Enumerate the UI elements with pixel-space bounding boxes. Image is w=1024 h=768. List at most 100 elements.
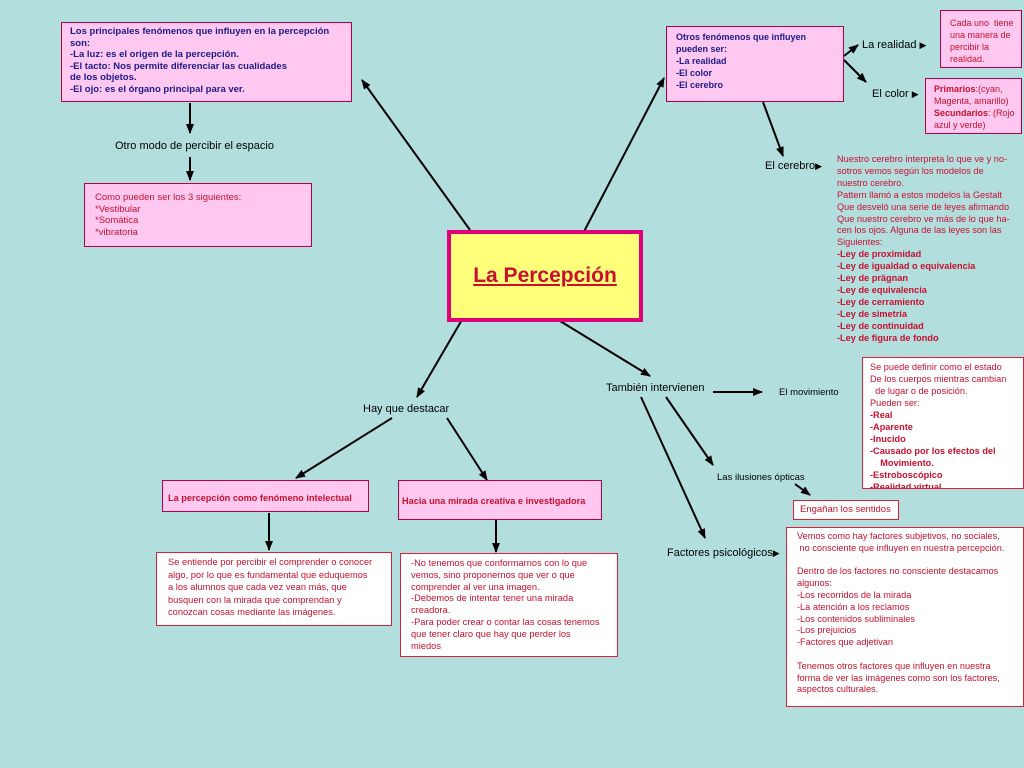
triangle-right-icon: ▶ xyxy=(815,161,823,171)
cerebro-line: Siguientes: xyxy=(837,237,883,248)
edge-center-to-tambien xyxy=(559,320,651,377)
movimiento-line: De los cuerpos mientras cambian xyxy=(870,374,1007,384)
factores-line: -Los contenidos subliminales xyxy=(797,613,915,624)
intelectual-box: La percepción como fenómeno intelectual xyxy=(162,480,369,512)
main-phenomena-line: de los objetos. xyxy=(70,72,137,84)
factores-box: Vemos como hay factores subjetivos, no s… xyxy=(786,527,1024,707)
otro-modo-label: Otro modo de percibir el espacio xyxy=(115,140,274,152)
main-phenomena-line: Los principales fenómenos que influyen e… xyxy=(70,26,330,37)
factores-label: Factores psicológicos▶ xyxy=(667,547,780,559)
edge-destacar-to-intelectual xyxy=(295,417,393,479)
movimiento-type: -Real xyxy=(870,410,893,420)
ilusiones-text: Engañan los sentidos xyxy=(800,504,891,515)
creativa-box: Hacia una mirada creativa e investigador… xyxy=(398,480,602,520)
realidad-line: Cada uno tiene xyxy=(950,18,1014,28)
factores-line: Vemos como hay factores subjetivos, no s… xyxy=(797,531,1000,541)
realidad-line: realidad. xyxy=(950,54,985,64)
cerebro-line: sotros vemos según los modelos de xyxy=(837,165,984,176)
movimiento-type: -Estroboscópico xyxy=(870,470,943,480)
main-phenomena-line: son: xyxy=(70,37,91,49)
factores-line: no consciente que influyen en nuestra pe… xyxy=(797,542,1005,553)
edge-otros-to-realidad xyxy=(843,44,859,57)
color-label: El color ▶ xyxy=(872,88,919,100)
edge-otros-to-color xyxy=(843,59,867,83)
gestalt-law: -Ley de proximidad xyxy=(837,249,922,260)
factores-line: -Los recorridos de la mirada xyxy=(797,589,912,600)
edge-ilusiones-to-box xyxy=(794,483,811,496)
tambien-label: También intervienen xyxy=(606,382,705,394)
gestalt-law: -Ley de cerramiento xyxy=(837,296,925,307)
movimiento-line: Pueden ser: xyxy=(870,398,920,408)
cerebro-box: Nuestro cerebro interpreta lo que ve y n… xyxy=(829,154,1024,350)
gestalt-law: -Ley de continuidad xyxy=(837,320,924,331)
intelectual-desc-line: algo, por lo que es fundamental que eduq… xyxy=(168,569,368,580)
otro-modo-line: Como pueden ser los 3 siguientes: xyxy=(95,192,242,203)
movimiento-type: -Causado por los efectos del xyxy=(870,446,996,456)
primarios-value: :(cyan, xyxy=(975,84,1003,94)
triangle-right-icon: ▶ xyxy=(772,548,780,558)
intelectual-text: La percepción como fenómeno intelectual xyxy=(168,493,352,503)
edge-tambien-to-ilusiones xyxy=(665,396,714,466)
factores-line: -La atención a los reclamos xyxy=(797,601,910,612)
creativa-desc-line: -Para poder crear o contar las cosas ten… xyxy=(411,616,600,627)
factores-line: algunos: xyxy=(797,578,832,589)
otro-modo-line: *vibratoria xyxy=(95,226,138,238)
edge-otros-to-cerebro xyxy=(762,101,784,157)
gestalt-law: -Ley de simetría xyxy=(837,308,907,319)
movimiento-type: Movimiento. xyxy=(870,458,934,468)
movimiento-type: -Inucido xyxy=(870,434,906,444)
ilusiones-label: Las ilusiones ópticas xyxy=(717,472,805,483)
other-phenomena-line: -La realidad xyxy=(676,56,727,66)
creativa-text: Hacia una mirada creativa e investigador… xyxy=(402,496,586,506)
edge-destacar-to-creativa xyxy=(446,417,488,481)
color-line: azul y verde) xyxy=(934,120,986,130)
movimiento-type: -Aparente xyxy=(870,422,913,432)
color-line: Magenta, amarillo) xyxy=(934,96,1009,106)
gestalt-law: -Ley de equivalencia xyxy=(837,284,927,295)
cerebro-line: nuestro cerebro. xyxy=(837,177,904,188)
creativa-desc-line: -No tenemos que conformarnos con lo que xyxy=(411,558,588,568)
other-phenomena-line: -El cerebro xyxy=(676,80,724,90)
movimiento-label: El movimiento xyxy=(779,387,839,398)
realidad-line: percibir la xyxy=(950,42,990,52)
cerebro-label: El cerebro▶ xyxy=(765,160,822,172)
secundarios-value: : (Rojo xyxy=(988,108,1015,118)
destacar-label: Hay que destacar xyxy=(363,403,450,415)
color-box: Primarios:(cyan, Magenta, amarillo) Secu… xyxy=(925,78,1022,134)
central-title: La Percepción xyxy=(473,264,617,287)
factores-line: -Los prejuicios xyxy=(797,625,857,636)
creativa-desc-line: creadora. xyxy=(411,605,451,616)
creativa-desc-line: que tener claro que hay que perder los xyxy=(411,628,571,639)
other-phenomena-line: pueden ser: xyxy=(676,44,728,54)
creativa-desc: -No tenemos que conformarnos con lo que … xyxy=(400,553,618,657)
main-phenomena-line: -El tacto: Nos permite diferenciar las c… xyxy=(70,60,287,72)
gestalt-law: -Ley de prägnan xyxy=(837,273,908,284)
creativa-desc-line: miedos xyxy=(411,640,441,651)
intelectual-desc-line: Se entiende por percibir el comprender o… xyxy=(168,557,373,567)
color-text: El color xyxy=(872,88,909,100)
ilusiones-box: Engañan los sentidos xyxy=(793,500,899,520)
factores-line: ​ xyxy=(797,555,1023,567)
edge-center-to-otros xyxy=(576,77,665,246)
main-phenomena-line: -El ojo: es el órgano principal para ver… xyxy=(70,83,245,95)
gestalt-law: -Ley de igualdad o equivalencia xyxy=(837,261,976,272)
factores-text: Factores psicológicos xyxy=(667,547,773,559)
intelectual-desc: Se entiende por percibir el comprender o… xyxy=(156,552,392,626)
movimiento-line: Se puede definir como el estado xyxy=(870,362,1002,372)
color-line-secundarios: Secundarios: (Rojo xyxy=(934,107,1021,119)
movimiento-type: -Realidad virtual xyxy=(870,482,942,489)
cerebro-line: Nuestro cerebro interpreta lo que ve y n… xyxy=(837,154,1008,164)
edge-tambien-to-factores xyxy=(640,396,706,539)
realidad-label: La realidad ▶ xyxy=(862,39,926,51)
cerebro-text: El cerebro xyxy=(765,160,816,172)
factores-line: Dentro de los factores no consciente des… xyxy=(797,566,999,577)
edge-center-to-destacar xyxy=(416,317,464,398)
central-topic: La Percepción xyxy=(447,230,643,322)
intelectual-desc-line: busquen con la mirada que comprendan y xyxy=(168,594,342,605)
movimiento-line: de lugar o de posición. xyxy=(870,386,968,396)
creativa-desc-line: vemos, sino proponernos que ver o que xyxy=(411,569,575,580)
intelectual-desc-line: a los alumnos que cada vez vean más, que xyxy=(168,582,347,593)
edge-center-to-top-left xyxy=(361,79,471,231)
other-phenomena-line: Otros fenómenos que influyen xyxy=(676,32,807,42)
realidad-text: La realidad xyxy=(862,39,917,51)
